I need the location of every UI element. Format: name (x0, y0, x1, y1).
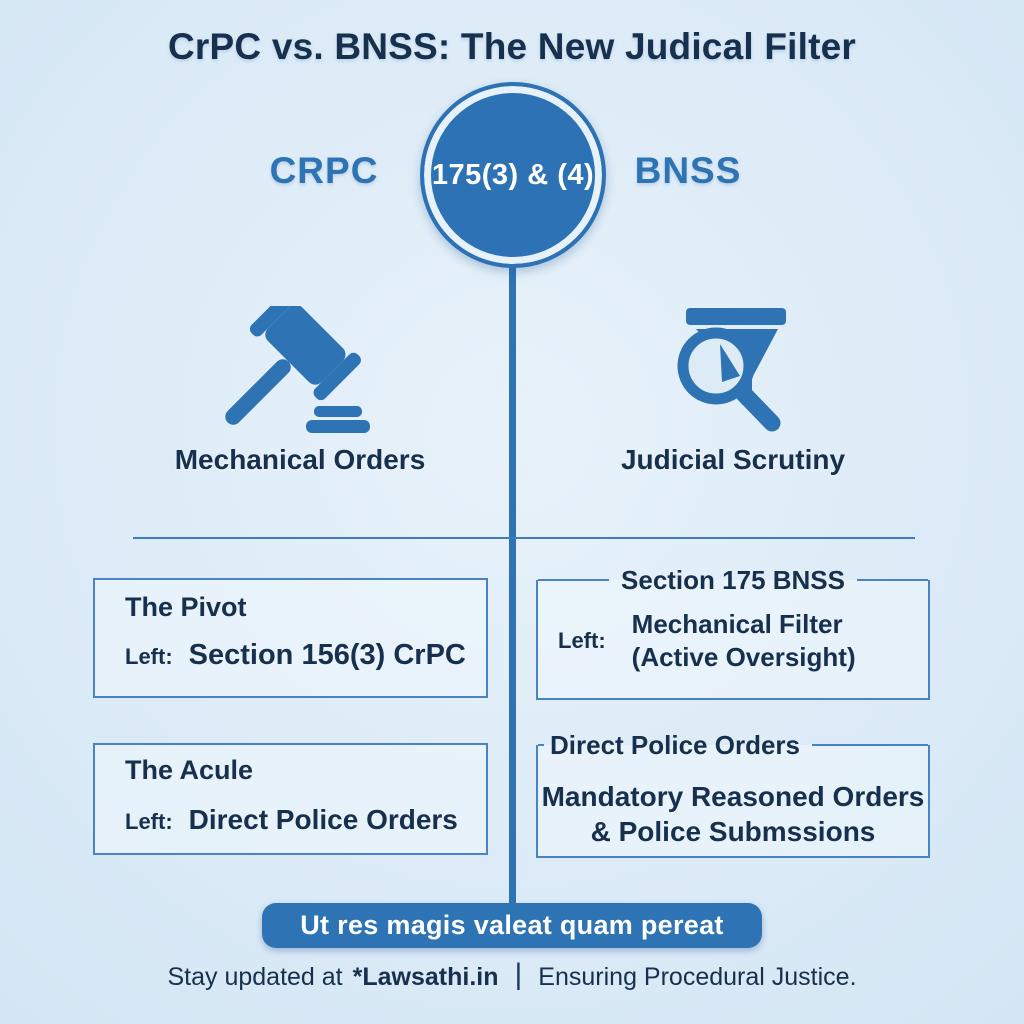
card-legend-row: Section 175 BNSS (538, 565, 929, 595)
right-feature-caption: Judicial Scrutiny (620, 444, 846, 475)
card-section-175-bnss: Section 175 BNSS Left: Mechanical Filter… (536, 567, 930, 700)
footer-brand: *Lawsathi.in (352, 962, 499, 991)
legend-line-left (538, 744, 544, 746)
card-label: Left: (125, 644, 173, 669)
card-the-pivot: The Pivot Left: Section 156(3) CrPC (93, 578, 488, 698)
horizontal-divider (133, 537, 915, 539)
right-system-label: BNSS (634, 150, 742, 191)
card-label: Left: (125, 809, 173, 834)
latin-maxim-text: Ut res magis valeat quam pereat (300, 910, 724, 940)
card-the-acule: The Acule Left: Direct Police Orders (93, 743, 488, 855)
left-feature-caption: Mechanical Orders (174, 444, 426, 475)
footer-separator: | (514, 958, 523, 991)
legend-line-left (538, 579, 610, 581)
card-legend-row: Direct Police Orders (538, 732, 928, 758)
center-divider-line (509, 264, 516, 914)
card-direct-police-orders: Direct Police Orders Mandatory Reasoned … (536, 732, 930, 858)
footer-prefix: Stay updated at (167, 962, 343, 991)
legend-line-right (812, 744, 928, 746)
card-title: The Pivot (125, 592, 247, 622)
card-value-line1: Mechanical Filter (631, 609, 843, 639)
card-value-line2: (Active Oversight) (631, 641, 856, 672)
page-title: CrPC vs. BNSS: The New Judical Filter (168, 26, 856, 67)
legend-line-right (857, 579, 929, 581)
card-title: Direct Police Orders (550, 730, 800, 760)
card-value: Direct Police Orders (188, 804, 458, 835)
latin-maxim-banner: Ut res magis valeat quam pereat (262, 903, 762, 948)
footer: Stay updated at *Lawsathi.in | Ensuring … (0, 958, 1024, 994)
card-value: Section 156(3) CrPC (188, 639, 466, 671)
section-hub-circle: 175(3) & (4) (420, 82, 606, 268)
card-title: The Acule (125, 755, 254, 785)
funnel-magnifier-icon (677, 308, 786, 432)
card-label: Left: (558, 627, 606, 653)
left-system-label: CRPC (269, 150, 379, 191)
card-title: Section 175 BNSS (621, 565, 845, 595)
card-value-line1: Mandatory Reasoned Orders (541, 781, 925, 812)
gavel-icon (225, 306, 370, 433)
card-value-line2: & Police Submssions (590, 816, 876, 847)
footer-tagline: Ensuring Procedural Justice. (538, 962, 857, 991)
hub-section-text: 175(3) & (4) (431, 158, 595, 191)
